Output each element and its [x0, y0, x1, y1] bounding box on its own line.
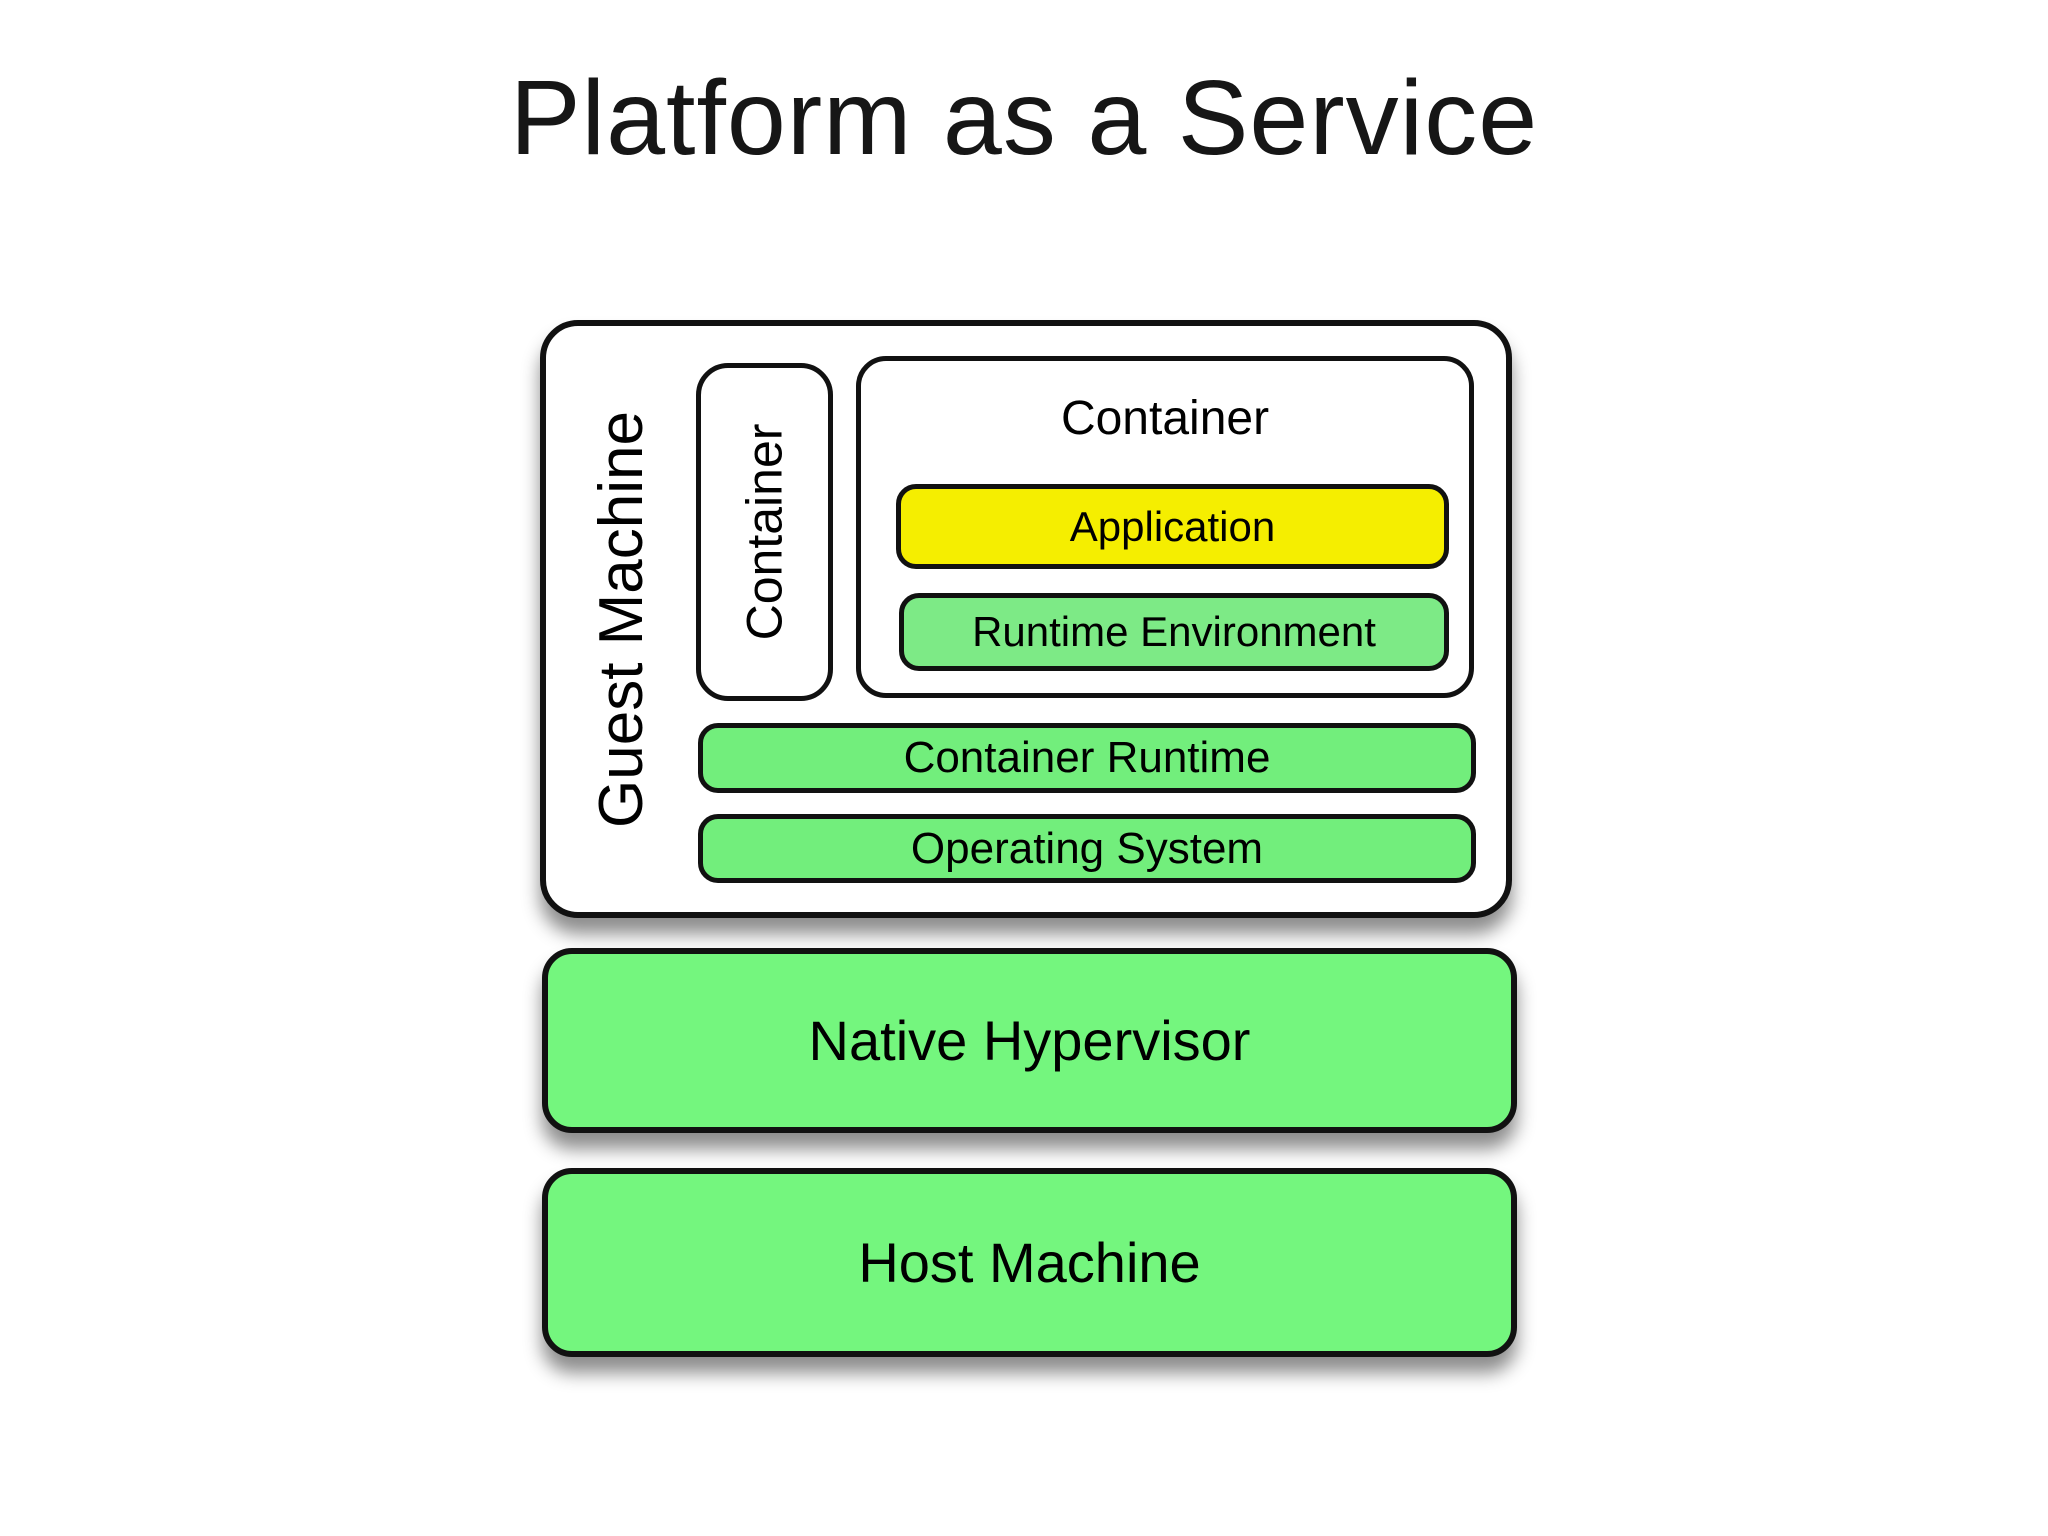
container-box-large: Container Application Runtime Environmen… — [856, 356, 1474, 698]
native-hypervisor-label: Native Hypervisor — [808, 1009, 1251, 1072]
container-runtime-label: Container Runtime — [903, 733, 1271, 782]
native-hypervisor-box: Native Hypervisor — [542, 948, 1517, 1133]
guest-machine-box: Guest Machine Container Container Applic… — [540, 320, 1512, 918]
container-small-label-area: Container — [696, 363, 833, 701]
runtime-environment-label: Runtime Environment — [972, 608, 1376, 655]
page-title: Platform as a Service — [509, 59, 1539, 177]
guest-machine-label-area: Guest Machine — [546, 326, 696, 912]
application-label: Application — [1069, 502, 1276, 550]
container-runtime-bar: Container Runtime — [698, 723, 1476, 793]
container-small-label: Container — [736, 423, 793, 641]
container-large-label: Container — [1060, 392, 1270, 445]
host-machine-label: Host Machine — [858, 1231, 1201, 1294]
host-machine-box: Host Machine — [542, 1168, 1517, 1357]
application-box: Application — [896, 484, 1449, 569]
runtime-environment-box: Runtime Environment — [899, 593, 1449, 671]
operating-system-bar: Operating System — [698, 814, 1476, 883]
guest-machine-label: Guest Machine — [586, 410, 656, 828]
operating-system-label: Operating System — [910, 823, 1264, 873]
container-box-small — [696, 363, 833, 701]
